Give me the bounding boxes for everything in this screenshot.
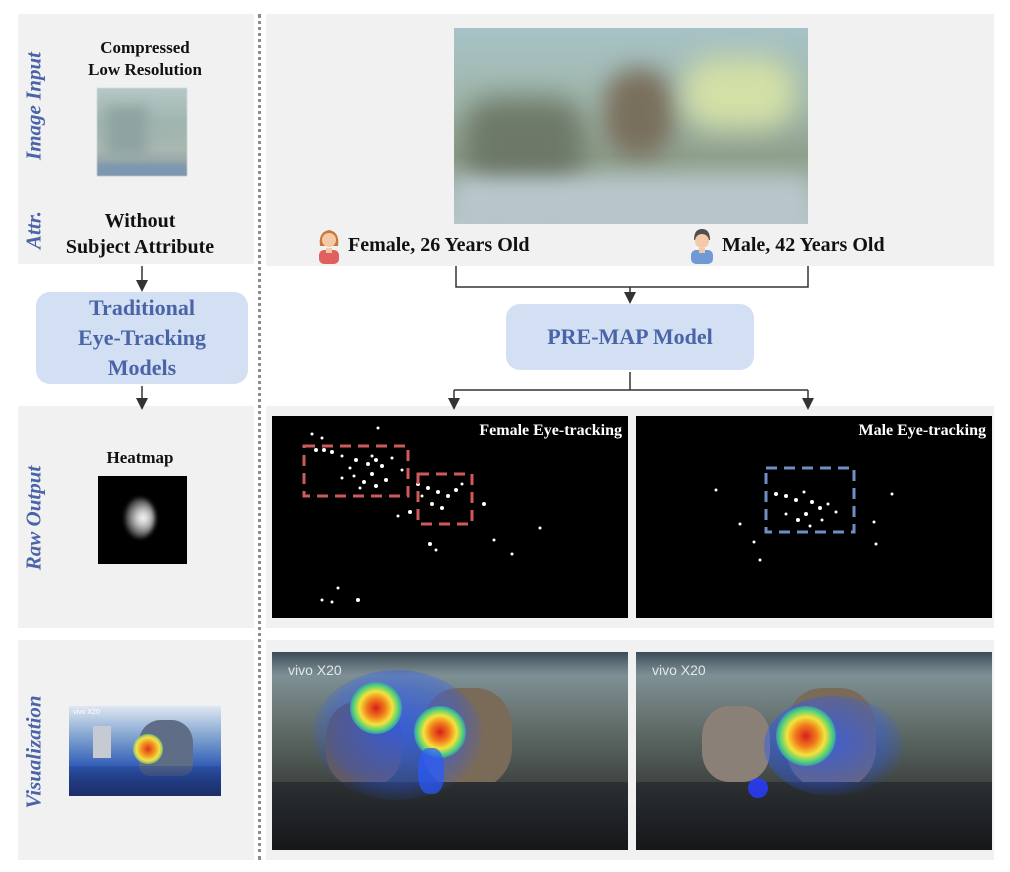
female-focus-box-2 (416, 472, 474, 526)
left-vis-watermark: vivo X20 (73, 709, 100, 716)
pre-map-model-label: PRE-MAP Model (547, 324, 713, 349)
input-scene-image (454, 28, 808, 224)
male-output-title: Male Eye-tracking (858, 422, 986, 439)
left-vis-heat (133, 734, 163, 764)
male-vis-heat-spot (776, 706, 836, 766)
male-attribute-text: Male, 42 Years Old (722, 233, 885, 256)
female-vis-dashboard (272, 782, 628, 850)
male-focus-box (764, 466, 856, 534)
male-eye-tracking-panel: Male Eye-tracking (636, 416, 992, 618)
female-user-icon (319, 230, 339, 264)
merge-attributes-line (455, 266, 809, 288)
left-vis-seat (93, 726, 111, 758)
female-output-title: Female Eye-tracking (479, 422, 622, 439)
male-vis-heat-small (748, 778, 768, 798)
pre-map-model-box: PRE-MAP Model (506, 304, 754, 370)
scene-blur-head (604, 68, 674, 158)
female-vis-watermark: vivo X20 (288, 662, 342, 678)
traditional-model-line2: Eye-Tracking (78, 325, 206, 350)
left-visualization-image: vivo X20 (69, 706, 221, 796)
female-vis-car-frame (272, 652, 628, 676)
low-res-input-image (97, 88, 187, 176)
scene-blur-bottom (454, 178, 808, 224)
female-visualization-image: vivo X20 (272, 652, 628, 850)
heatmap-caption: Heatmap (106, 448, 174, 467)
scene-blur-right (684, 58, 794, 128)
female-vis-heat-trail (418, 748, 444, 794)
female-attribute-text: Female, 26 Years Old (348, 233, 530, 256)
male-attribute: Male, 42 Years Old (688, 226, 885, 264)
male-fixation-points (714, 466, 894, 562)
input-caption-line1: Compressed (100, 38, 190, 57)
heatmap-blob (125, 498, 155, 538)
male-user-icon (691, 229, 713, 264)
scene-blur-left (464, 98, 584, 188)
low-res-bottom-strip (97, 164, 187, 176)
left-vis-windshield (69, 766, 221, 796)
male-vis-person-left (702, 706, 770, 782)
traditional-model-box: Traditional Eye-Tracking Models (36, 292, 248, 384)
male-vis-car-frame (636, 652, 992, 676)
input-caption-line2: Low Resolution (88, 60, 202, 79)
female-vis-heat-spot-1 (350, 682, 402, 734)
male-visualization-image: vivo X20 (636, 652, 992, 850)
female-attribute: Female, 26 Years Old (316, 226, 529, 264)
attr-line2: Subject Attribute (65, 236, 215, 258)
attr-line1: Without (104, 210, 176, 232)
female-fixation-points (302, 426, 542, 604)
traditional-model-line3: Models (107, 355, 177, 380)
low-res-blur-patch (107, 106, 147, 156)
dotted-divider (258, 14, 261, 860)
female-focus-box-1 (302, 444, 410, 498)
heatmap-image (98, 476, 187, 564)
male-vis-watermark: vivo X20 (652, 662, 706, 678)
traditional-model-line1: Traditional (89, 295, 195, 320)
female-eye-tracking-panel: Female Eye-tracking (272, 416, 628, 618)
